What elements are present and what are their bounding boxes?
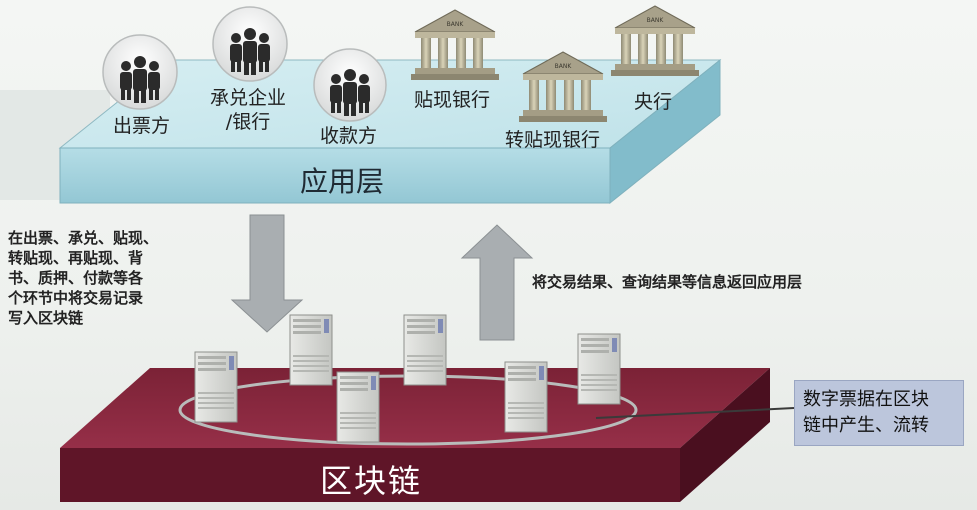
digital-bill-note-box: 数字票据在区块 链中产生、流转 <box>794 380 964 446</box>
server-node <box>577 333 621 405</box>
acceptor-label-line: /银行 <box>225 111 271 133</box>
blockchain-layer-title: 区块链 <box>320 462 423 500</box>
central-bank-label: 央行 <box>634 91 673 113</box>
acceptor-label-line: 承兑企业 <box>210 87 287 109</box>
note-line: 书、质押、付款等各 <box>8 269 144 287</box>
server-node <box>194 351 238 423</box>
note-line: 写入区块链 <box>8 309 84 327</box>
server-node <box>336 371 380 443</box>
bank-sign-text: BANK <box>447 21 465 28</box>
issuer-people-icon <box>102 34 178 110</box>
note-line: 在出票、承兑、贴现、 <box>8 229 159 247</box>
return-results-note: 将交易结果、查询结果等信息返回应用层 <box>532 273 803 291</box>
server-node <box>289 314 333 386</box>
discount-bank-label: 贴现银行 <box>414 89 491 111</box>
note-line: 个环节中将交易记录 <box>8 289 144 307</box>
payee-label: 收款方 <box>320 125 378 147</box>
rediscount-bank-label: 转贴现银行 <box>505 129 601 151</box>
write-records-note: 在出票、承兑、贴现、 转贴现、再贴现、背 书、质押、付款等各 个环节中将交易记录… <box>8 228 223 328</box>
server-node <box>504 361 548 433</box>
note-pointer-line <box>595 407 795 419</box>
down-arrow <box>230 214 304 333</box>
note-line: 转贴现、再贴现、背 <box>8 249 144 267</box>
issuer-label: 出票方 <box>113 115 171 137</box>
acceptor-label: 承兑企业 /银行 <box>210 86 286 134</box>
discount-bank-icon: BANK <box>410 9 500 81</box>
acceptor-people-icon <box>212 6 288 82</box>
up-arrow <box>460 224 534 341</box>
payee-people-icon <box>313 48 387 122</box>
note-line: 链中产生、流转 <box>803 415 929 436</box>
bank-sign-text: BANK <box>555 63 573 70</box>
application-layer-title: 应用层 <box>300 165 385 198</box>
note-line: 数字票据在区块 <box>803 389 929 410</box>
server-node <box>403 314 447 386</box>
bank-sign-text: BANK <box>647 17 665 24</box>
central-bank-icon: BANK <box>610 5 700 77</box>
rediscount-bank-icon: BANK <box>518 51 608 123</box>
